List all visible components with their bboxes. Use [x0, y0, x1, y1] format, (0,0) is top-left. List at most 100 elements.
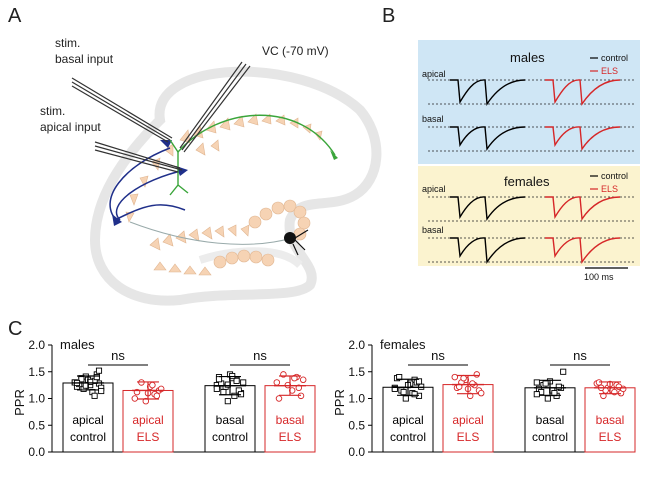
- data-point: [98, 387, 105, 395]
- y-tick-label: 0.5: [28, 418, 45, 432]
- data-point: [299, 376, 307, 384]
- hippocampus-outline: [89, 66, 382, 306]
- granule-soma: [284, 232, 296, 244]
- data-point: [153, 392, 161, 400]
- stim-electrodes: [71, 61, 251, 173]
- ppr-chart-females: 0.00.51.01.52.0PPRfemalesapicalcontrolap…: [332, 337, 636, 459]
- data-point: [275, 395, 283, 402]
- data-point: [93, 374, 100, 381]
- chart-title: males: [60, 337, 95, 352]
- bar-basal-els: [584, 387, 636, 453]
- females-legend-control: control: [601, 171, 628, 181]
- stim-basal-label-2: basal input: [55, 52, 114, 66]
- data-point: [224, 398, 231, 405]
- category-label: apical: [132, 413, 163, 427]
- y-tick-label: 0.0: [28, 445, 45, 459]
- data-point: [460, 374, 467, 382]
- category-label: ELS: [599, 430, 622, 444]
- stim-basal-label-1: stim.: [55, 36, 80, 50]
- category-label: basal: [216, 413, 245, 427]
- data-point: [231, 392, 238, 399]
- data-point: [533, 379, 540, 386]
- data-point: [411, 391, 418, 398]
- data-point: [477, 389, 485, 397]
- data-point: [233, 377, 240, 384]
- panel-b-letter: B: [382, 5, 395, 27]
- data-point: [273, 379, 281, 386]
- data-point: [213, 385, 220, 392]
- males-box: [418, 40, 640, 164]
- bar-basal-control: [204, 385, 256, 453]
- scalebar-label: 100 ms: [584, 272, 614, 282]
- category-label: basal: [276, 413, 305, 427]
- females-row-basal: basal: [422, 225, 444, 235]
- category-label: apical: [392, 413, 423, 427]
- data-point: [95, 367, 103, 374]
- data-point: [91, 392, 98, 399]
- data-point: [220, 389, 227, 396]
- panel-c-letter: C: [8, 318, 22, 340]
- y-axis-label: PPR: [332, 389, 347, 416]
- category-label: control: [532, 430, 568, 444]
- data-point: [131, 395, 139, 402]
- category-label: basal: [536, 413, 565, 427]
- stimulated-axons: [109, 147, 186, 223]
- y-axis-label: PPR: [12, 389, 27, 416]
- stim-apical-label-2: apical input: [40, 120, 101, 134]
- category-label: control: [70, 430, 106, 444]
- trace-els: [545, 237, 621, 265]
- vc-label: VC (-70 mV): [262, 44, 329, 58]
- category-label: basal: [596, 413, 625, 427]
- significance-label: ns: [111, 348, 125, 363]
- data-point: [149, 381, 156, 389]
- significance-label: ns: [431, 348, 445, 363]
- data-point: [544, 395, 551, 402]
- trace-els: [545, 196, 621, 222]
- y-tick-label: 0.5: [348, 418, 365, 432]
- y-tick-label: 1.0: [348, 392, 365, 406]
- ppr-chart-males: 0.00.51.01.52.0PPRmalesapicalcontrolapic…: [12, 337, 316, 459]
- significance-label: ns: [573, 348, 587, 363]
- data-point: [542, 380, 549, 387]
- trace-els: [545, 126, 621, 152]
- females-legend-els: ELS: [601, 184, 618, 194]
- data-point: [142, 397, 150, 405]
- bar-apical-control: [62, 382, 114, 453]
- chart-title: females: [380, 337, 426, 352]
- bar-apical-els: [442, 384, 494, 453]
- category-label: ELS: [279, 430, 302, 444]
- y-tick-label: 2.0: [28, 338, 45, 352]
- significance-label: ns: [253, 348, 267, 363]
- y-tick-label: 2.0: [348, 338, 365, 352]
- males-legend-control: control: [601, 53, 628, 63]
- y-tick-label: 1.5: [28, 365, 45, 379]
- epsc-traces: [428, 79, 636, 265]
- data-point: [400, 389, 407, 396]
- data-point: [600, 392, 607, 400]
- females-row-apical: apical: [422, 184, 446, 194]
- data-point: [451, 373, 459, 381]
- trace-els: [545, 79, 621, 107]
- bar-basal-els: [264, 385, 316, 453]
- females-title: females: [504, 174, 550, 189]
- data-point: [391, 385, 398, 392]
- data-point: [555, 383, 562, 390]
- trace-control: [450, 196, 526, 222]
- data-point: [533, 391, 540, 398]
- stim-apical-label-1: stim.: [40, 104, 65, 118]
- y-tick-label: 1.0: [28, 392, 45, 406]
- y-tick-label: 0.0: [348, 445, 365, 459]
- males-title: males: [510, 50, 545, 65]
- green-arrowhead: [330, 150, 338, 160]
- category-label: control: [212, 430, 248, 444]
- data-point: [78, 376, 85, 383]
- category-label: apical: [452, 413, 483, 427]
- panel-a-letter: A: [8, 5, 22, 27]
- data-point: [402, 395, 409, 402]
- arrowheads: [112, 140, 188, 226]
- category-label: control: [390, 430, 426, 444]
- data-point: [215, 376, 223, 383]
- category-label: ELS: [457, 430, 480, 444]
- trace-control: [450, 79, 526, 107]
